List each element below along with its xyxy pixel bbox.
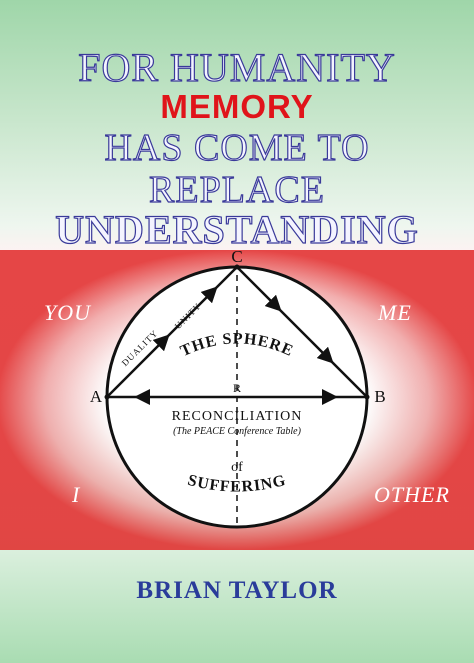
point-b-dot (364, 394, 370, 400)
point-c-dot (234, 264, 240, 270)
label-of: of (231, 460, 243, 475)
title-line-understanding: UNDERSTANDING (55, 206, 419, 252)
title-line-memory: MEMORY (160, 88, 314, 125)
point-c-label: C (231, 247, 242, 266)
author-name: BRIAN TAYLOR (136, 577, 338, 604)
point-a-label: A (90, 387, 103, 406)
label-peace-table: (The PEACE Conference Table) (173, 426, 302, 437)
arrow-right-side (311, 341, 334, 364)
label-suffering: SUFFERING (186, 472, 288, 496)
title-line-3: HAS COME TO (104, 126, 370, 169)
label-reconciliation: RECONCILIATION (172, 409, 303, 424)
arrow-left-upper (197, 286, 218, 307)
corner-label-i: I (72, 482, 81, 507)
point-b-label: B (374, 387, 385, 406)
title-line-4: REPLACE (148, 168, 325, 211)
point-r-label: R (233, 381, 241, 395)
corner-label-other: OTHER (374, 482, 450, 507)
arrow-right-upper (261, 291, 282, 312)
corner-label-me: ME (378, 300, 412, 325)
triangle-side-cb (236, 266, 368, 398)
point-a-dot (104, 394, 110, 400)
corner-label-you: YOU (44, 300, 92, 325)
arrow-left-side (145, 334, 170, 359)
title-line-1: FOR HUMANITY (78, 44, 396, 90)
